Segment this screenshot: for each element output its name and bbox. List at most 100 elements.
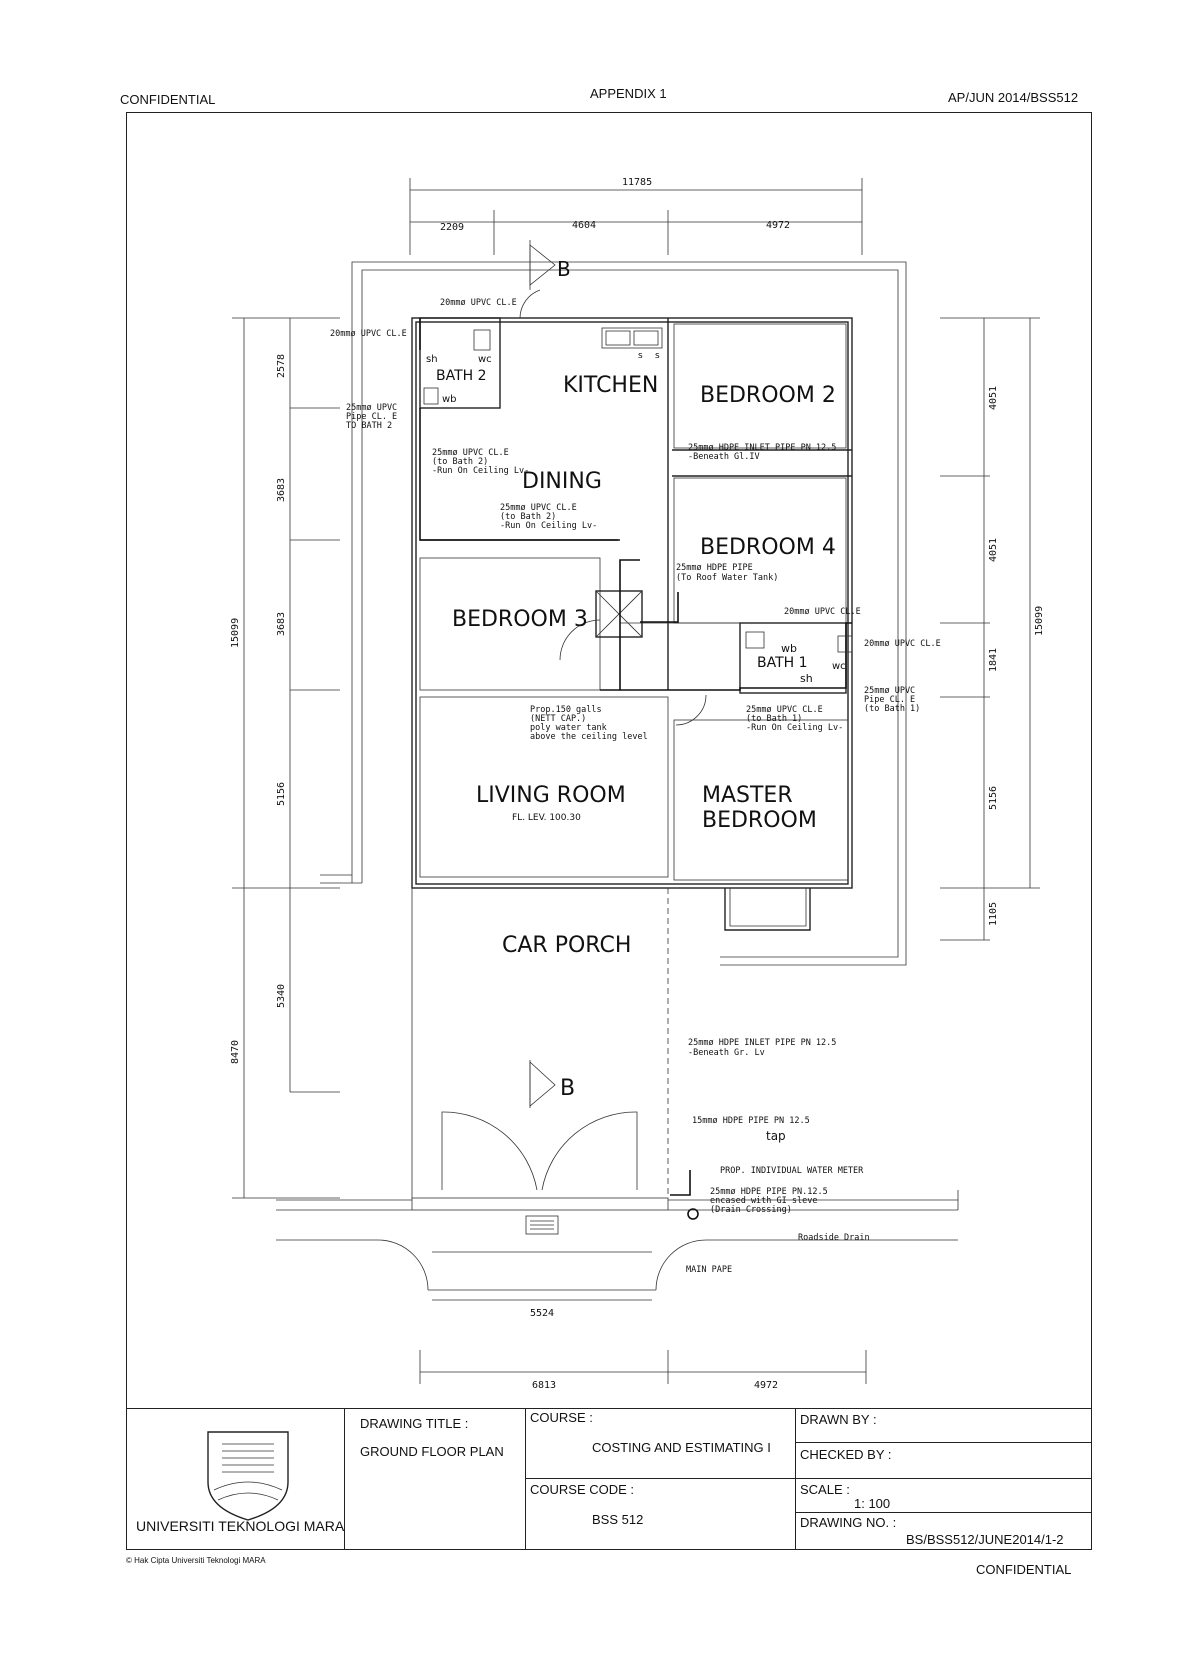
room-label-bath-2: BATH 2 bbox=[436, 368, 487, 384]
note-10b: Pipe CL. E bbox=[864, 695, 915, 705]
room-label-master-1: MASTER bbox=[702, 783, 793, 808]
note-13a: 25mmø HDPE INLET PIPE PN 12.5 bbox=[688, 1038, 836, 1048]
room-label-kitchen: KITCHEN bbox=[563, 373, 658, 398]
note-5c: -Run On Ceiling Lv- bbox=[500, 521, 597, 531]
dim-left-d: 5156 bbox=[276, 782, 287, 806]
note-14: 15mmø HDPE PIPE PN 12.5 bbox=[692, 1116, 810, 1126]
note-5a: 25mmø UPVC CL.E bbox=[500, 503, 577, 513]
dim-top-total: 11785 bbox=[622, 177, 652, 188]
room-label-bath-1: BATH 1 bbox=[757, 655, 808, 671]
dim-left-a: 2578 bbox=[276, 354, 287, 378]
note-5b: (to Bath 2) bbox=[500, 512, 556, 522]
drawing-title: GROUND FLOOR PLAN bbox=[360, 1444, 504, 1459]
pipe-runs bbox=[419, 318, 852, 1220]
dim-left-c: 3683 bbox=[276, 612, 287, 636]
note-7a: 25mmø HDPE PIPE bbox=[676, 563, 753, 573]
note-11c: poly water tank bbox=[530, 723, 607, 733]
living-floor-level: FL. LEV. 100.30 bbox=[512, 813, 581, 823]
header-appendix: APPENDIX 1 bbox=[590, 86, 667, 101]
dim-top-a: 2209 bbox=[440, 222, 464, 233]
note-4a: 25mmø UPVC CL.E bbox=[432, 448, 509, 458]
dim-left-e: 5340 bbox=[276, 984, 287, 1008]
fixture-shower-2: sh bbox=[426, 354, 438, 365]
note-10c: (to Bath 1) bbox=[864, 704, 920, 714]
fixture-wc-2: wc bbox=[478, 354, 492, 365]
note-13b: -Beneath Gr. Lv bbox=[688, 1048, 765, 1058]
title-block-divider-3 bbox=[796, 1512, 1092, 1513]
course-code: BSS 512 bbox=[592, 1512, 644, 1527]
room-label-master-2: BEDROOM bbox=[702, 808, 817, 833]
note-4c: -Run On Ceiling Lv- bbox=[432, 466, 529, 476]
title-block bbox=[126, 1408, 1092, 1550]
dim-gate: 5524 bbox=[530, 1308, 554, 1319]
note-18: MAIN PAPE bbox=[686, 1265, 732, 1275]
room-label-car-porch: CAR PORCH bbox=[502, 933, 631, 958]
note-11b: (NETT CAP.) bbox=[530, 714, 586, 724]
note-12a: 25mmø UPVC CL.E bbox=[746, 705, 823, 715]
dimension-lines-top bbox=[409, 178, 863, 255]
note-7b: (To Roof Water Tank) bbox=[676, 573, 778, 583]
note-3b: Pipe CL. E bbox=[346, 412, 397, 422]
fixture-sink-1: s bbox=[638, 351, 643, 361]
title-block-col-course bbox=[526, 1408, 796, 1550]
drawing-title-label: DRAWING TITLE : bbox=[360, 1416, 469, 1431]
scale-label: SCALE : bbox=[800, 1482, 850, 1497]
dim-right-c: 1841 bbox=[988, 648, 999, 672]
note-11d: above the ceiling level bbox=[530, 732, 648, 742]
drawing-no: BS/BSS512/JUNE2014/1-2 bbox=[906, 1532, 1064, 1547]
header-reference: AP/JUN 2014/BSS512 bbox=[948, 90, 1079, 105]
note-10a: 25mmø UPVC bbox=[864, 686, 915, 696]
note-2: 20mmø UPVC CL.E bbox=[330, 329, 407, 339]
note-4b: (to Bath 2) bbox=[432, 457, 488, 467]
room-label-bedroom-2: BEDROOM 2 bbox=[700, 383, 836, 408]
dim-left-total: 15099 bbox=[230, 618, 241, 648]
fixture-wb-1: wb bbox=[781, 642, 797, 655]
note-1: 20mmø UPVC CL.E bbox=[440, 298, 517, 308]
house-walls bbox=[411, 289, 853, 931]
header-confidential: CONFIDENTIAL bbox=[120, 92, 216, 107]
room-label-dining: DINING bbox=[522, 469, 602, 494]
note-16a: 25mmø HDPE PIPE PN.12.5 bbox=[710, 1187, 828, 1197]
fixture-wb-2: wb bbox=[442, 394, 457, 405]
fixture-wc-1: wc bbox=[832, 661, 846, 672]
note-17: Roadside Drain bbox=[798, 1233, 870, 1243]
section-label-bottom: B bbox=[560, 1076, 575, 1101]
dimension-lines-left bbox=[232, 317, 340, 1199]
dim-bottom-a: 6813 bbox=[532, 1380, 556, 1391]
note-8: 20mmø UPVC CL.E bbox=[784, 607, 861, 617]
dim-right-e: 1105 bbox=[988, 902, 999, 926]
course-name: COSTING AND ESTIMATING I bbox=[592, 1440, 771, 1455]
dim-right-d: 5156 bbox=[988, 786, 999, 810]
note-16b: encased with GI sleve bbox=[710, 1196, 817, 1206]
title-block-col-drawing bbox=[344, 1408, 526, 1550]
note-6a: 25mmø HDPE INLET PIPE PN 12.5 bbox=[688, 443, 836, 453]
title-block-divider-1 bbox=[796, 1442, 1092, 1443]
drawing-no-label: DRAWING NO. : bbox=[800, 1515, 897, 1530]
note-15: PROP. INDIVIDUAL WATER METER bbox=[720, 1166, 864, 1176]
dim-left-porch: 8470 bbox=[230, 1040, 241, 1064]
section-label-top: B bbox=[557, 257, 571, 281]
site-boundary bbox=[320, 261, 907, 966]
fixture-tap: tap bbox=[766, 1129, 786, 1143]
dim-left-b: 3683 bbox=[276, 478, 287, 502]
dim-right-a: 4051 bbox=[988, 386, 999, 410]
checked-by-label: CHECKED BY : bbox=[800, 1447, 892, 1462]
drawn-by-label: DRAWN BY : bbox=[800, 1412, 877, 1427]
org-name: UNIVERSITI TEKNOLOGI MARA bbox=[136, 1518, 345, 1534]
title-block-divider-course bbox=[526, 1478, 796, 1479]
section-marker-bottom: B bbox=[529, 1060, 575, 1108]
dim-right-total: 15099 bbox=[1034, 606, 1045, 636]
dim-bottom-b: 4972 bbox=[754, 1380, 778, 1391]
course-label: COURSE : bbox=[530, 1410, 593, 1425]
note-3c: TO BATH 2 bbox=[346, 421, 392, 431]
dimension-lines-bottom bbox=[419, 1299, 867, 1384]
dimension-lines-right bbox=[940, 317, 1040, 941]
car-porch-outline bbox=[276, 888, 959, 1291]
title-block-divider-2 bbox=[796, 1478, 1092, 1479]
note-9: 20mmø UPVC CL.E bbox=[864, 639, 941, 649]
note-6b: -Beneath Gl.IV bbox=[688, 452, 760, 462]
section-marker-top: B bbox=[529, 240, 571, 290]
course-code-label: COURSE CODE : bbox=[530, 1482, 635, 1497]
scale-value: 1: 100 bbox=[854, 1496, 891, 1511]
room-label-bedroom-3: BEDROOM 3 bbox=[452, 607, 588, 632]
